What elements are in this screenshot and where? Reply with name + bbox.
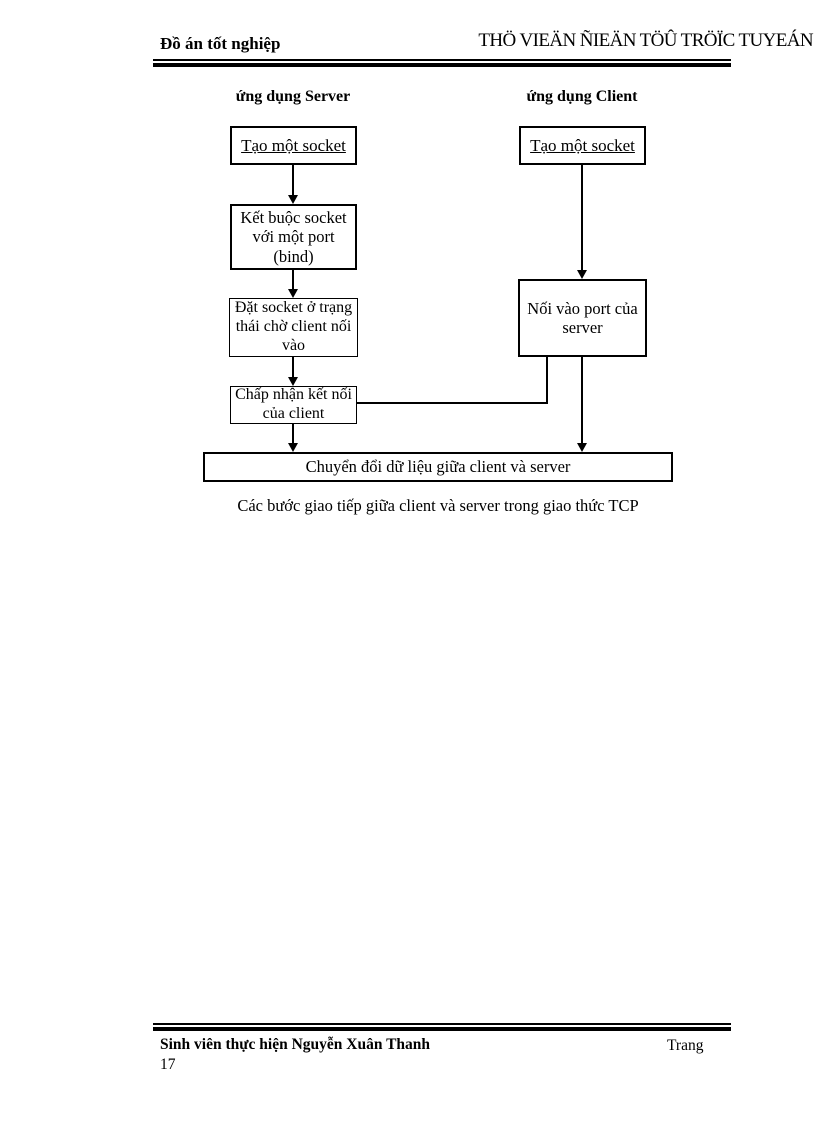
diagram-server-column-header: ứng dụng Server (235, 88, 351, 105)
flow-box-label: Chuyển đổi dữ liệu giữa client và server (305, 457, 571, 477)
arrow-line (292, 165, 294, 196)
footer-author: Sinh viên thực hiện Nguyễn Xuân Thanh (160, 1036, 431, 1053)
arrow-line (581, 165, 583, 270)
footer-page-number: 17 (160, 1056, 176, 1073)
flow-box-label: Tạo một socket (241, 135, 346, 155)
arrowhead-down-icon (288, 377, 298, 386)
flow-box-label: Kết buộc socket với một port (bind) (240, 208, 347, 266)
flow-box-label: Tạo một socket (530, 135, 635, 155)
arrow-line (292, 270, 294, 289)
connector-line-horizontal (357, 402, 548, 404)
arrowhead-down-icon (288, 195, 298, 204)
footer-divider (153, 1023, 731, 1031)
figure-caption: Các bước giao tiếp giữa client và server… (237, 496, 639, 515)
arrowhead-down-icon (288, 289, 298, 298)
footer-page-label: Trang (667, 1037, 704, 1054)
flow-box-client-connect: Nối vào port của server (518, 279, 647, 357)
arrowhead-down-icon (288, 443, 298, 452)
flow-box-server-create-socket: Tạo một socket (230, 126, 357, 165)
flow-box-client-create-socket: Tạo một socket (519, 126, 646, 165)
connector-line-vertical (546, 357, 548, 404)
arrowhead-down-icon (577, 270, 587, 279)
flow-box-label: Đặt socket ở trạng thái chờ client nối v… (234, 299, 353, 354)
diagram-client-column-header: ứng dụng Client (526, 88, 638, 105)
arrow-line (581, 357, 583, 443)
arrow-line (292, 357, 294, 377)
header-document-title: Đồ án tốt nghiệp (160, 34, 281, 53)
arrowhead-down-icon (577, 443, 587, 452)
flow-box-server-listen: Đặt socket ở trạng thái chờ client nối v… (229, 298, 358, 357)
flow-box-data-exchange: Chuyển đổi dữ liệu giữa client và server (203, 452, 673, 482)
flow-box-server-accept: Chấp nhận kết nối của client (230, 386, 357, 424)
flow-box-label: Nối vào port của server (527, 298, 638, 337)
arrow-line (292, 424, 294, 443)
header-divider (153, 59, 731, 67)
header-watermark-title: THÖ VIEÄN ÑIEÄN TÖÛ TRÖÏC TUYEÁN (478, 30, 813, 51)
flow-box-server-bind: Kết buộc socket với một port (bind) (230, 204, 357, 270)
flow-box-label: Chấp nhận kết nối của client (235, 386, 352, 422)
